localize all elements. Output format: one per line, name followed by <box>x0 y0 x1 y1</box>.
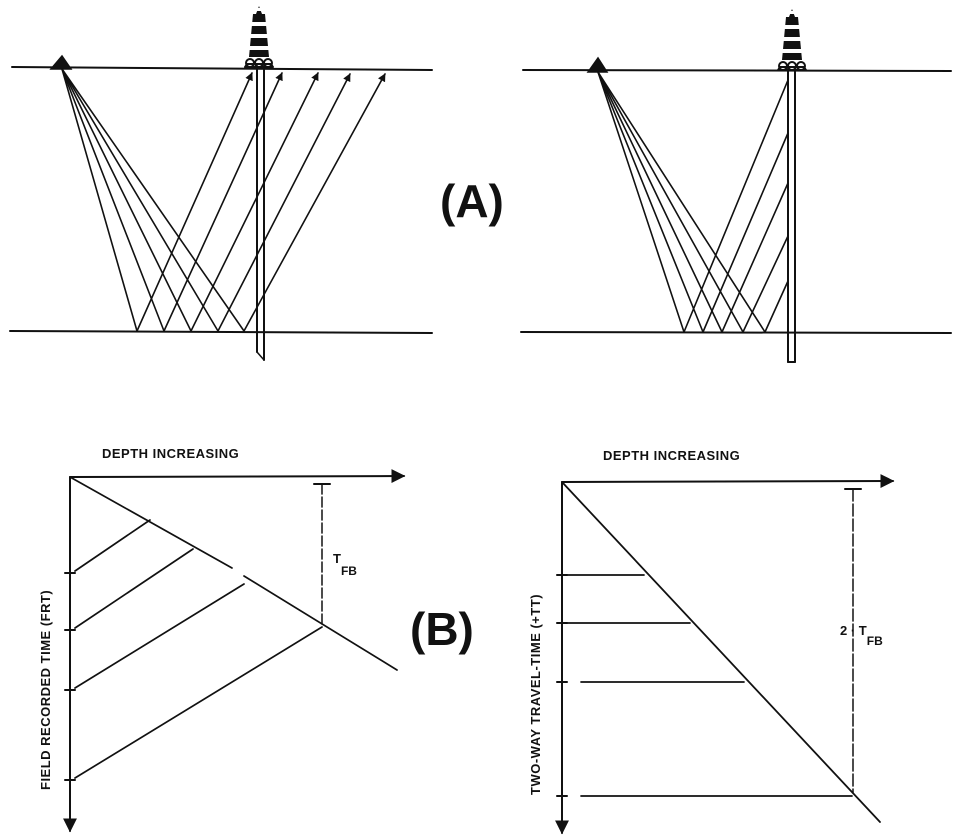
shot-point-icon <box>49 54 73 70</box>
raypaths-down-left <box>61 68 245 332</box>
surface-line-right <box>522 69 952 72</box>
surface-line-left <box>11 66 433 71</box>
horizontal-event-lines-right <box>566 574 853 797</box>
drilling-rig-icon <box>244 6 274 68</box>
panel-b-left: DEPTH INCREASING FIELD RECORDED TIME (FR… <box>38 446 406 833</box>
tfb-annotation-left: TFB <box>333 551 357 578</box>
raypaths-down-right <box>597 71 766 333</box>
direct-arrival-line-left <box>69 476 398 671</box>
panel-b-right: DEPTH INCREASING TWO-WAY TRAVEL-TIME (+T… <box>528 448 895 835</box>
reflector-line-right <box>520 331 952 334</box>
two-tfb-annotation-right: 2 · TFB <box>840 623 883 648</box>
panel-a-right <box>520 9 952 363</box>
y-axis-label-left: FIELD RECORDED TIME (FRT) <box>38 590 53 790</box>
x-axis-right <box>561 474 895 489</box>
x-axis-label-right: DEPTH INCREASING <box>603 448 740 463</box>
panel-b-label: (B) <box>410 603 474 655</box>
reflection-lines-left <box>74 519 323 779</box>
borehole-right <box>787 68 796 363</box>
borehole-left <box>256 65 265 361</box>
drilling-rig-icon <box>777 9 807 71</box>
time-ticks-left <box>64 572 76 781</box>
raypaths-up-right <box>683 79 789 333</box>
time-ticks-right <box>556 574 568 797</box>
reflector-line-left <box>9 330 433 334</box>
diagonal-line-right <box>561 481 881 823</box>
panel-a-left <box>9 6 433 361</box>
x-axis-label-left: DEPTH INCREASING <box>102 446 239 461</box>
x-axis-left <box>69 469 406 484</box>
raypaths-up-left <box>136 72 386 332</box>
shot-point-icon <box>586 56 609 73</box>
panel-a-label: (A) <box>440 175 504 227</box>
y-axis-label-right: TWO-WAY TRAVEL-TIME (+TT) <box>528 594 543 795</box>
